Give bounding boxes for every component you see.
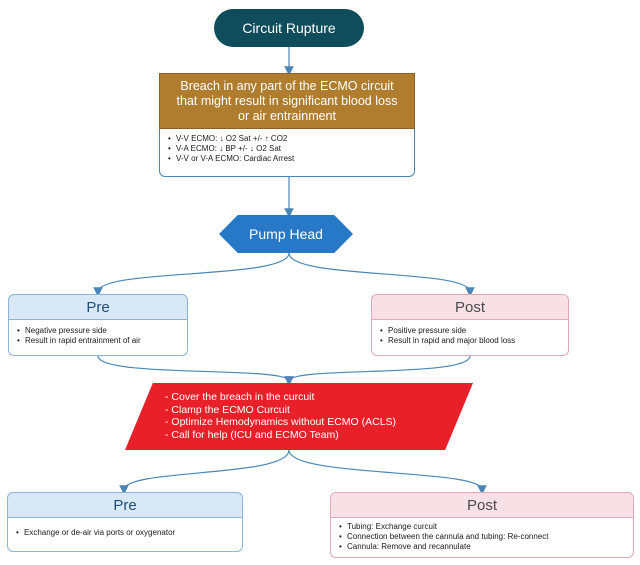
breach-sign-vv: V-V ECMO: ↓ O2 Sat +/- ↑ CO2	[168, 134, 406, 144]
start-label: Circuit Rupture	[242, 20, 336, 36]
connector-action-fixpost	[288, 449, 487, 495]
breach-signs: V-V ECMO: ↓ O2 Sat +/- ↑ CO2 V-A ECMO: ↓…	[159, 129, 415, 177]
pump-pre-item: Negative pressure side	[17, 326, 179, 336]
fix-post-title: Post	[466, 496, 497, 514]
action-item: - Cover the breach in the curcuit	[165, 391, 315, 403]
action-item: - Optimize Hemodynamics without ECMO (AC…	[165, 416, 397, 428]
pump-pre-item: Result in rapid entrainment of air	[17, 336, 179, 346]
action-node: - Cover the breach in the curcuit - Clam…	[125, 383, 473, 450]
connector-action-fixpre	[119, 449, 290, 495]
connector-pump-post	[288, 252, 475, 297]
connector-pre-action	[97, 355, 294, 386]
pump-post-item: Result in rapid and major blood loss	[380, 336, 560, 346]
pump-post-body: Positive pressure side Result in rapid a…	[371, 320, 569, 356]
connector-pump-pre	[93, 252, 290, 297]
fix-pre-header: Pre	[7, 492, 243, 518]
pump-post-title: Post	[454, 298, 485, 316]
fix-pre-body: Exchange or de-air via ports or oxygenat…	[7, 518, 243, 552]
breach-title: Breach in any part of the ECMO circuit t…	[176, 78, 398, 123]
fix-pre-title: Pre	[113, 496, 137, 514]
pump-pre-title: Pre	[86, 298, 110, 316]
fix-pre-item: Exchange or de-air via ports or oxygenat…	[16, 528, 234, 538]
pump-pre-body: Negative pressure side Result in rapid e…	[8, 320, 188, 356]
pump-label: Pump Head	[249, 226, 323, 242]
action-item: - Clamp the ECMO Curcuit	[165, 403, 290, 416]
breach-header: Breach in any part of the ECMO circuit t…	[159, 73, 415, 129]
fix-post-body: Tubing: Exchange curcuit Connection betw…	[330, 518, 634, 558]
fix-post-item: Connection between the cannula and tubin…	[339, 532, 625, 542]
action-item: - Call for help (ICU and ECMO Team)	[165, 428, 339, 441]
breach-sign-va: V-A ECMO: ↓ BP +/- ↓ O2 Sat	[168, 144, 406, 154]
pump-post-item: Positive pressure side	[380, 326, 560, 336]
breach-sign-arrest: V-V or V-A ECMO: Cardiac Arrest	[168, 154, 406, 164]
pump-pre-header: Pre	[8, 294, 188, 320]
fix-post-header: Post	[330, 492, 634, 518]
pump-post-header: Post	[371, 294, 569, 320]
start-node: Circuit Rupture	[214, 9, 364, 47]
fix-post-item: Cannula: Remove and recannulate	[339, 542, 625, 552]
connector-post-action	[284, 355, 471, 386]
fix-post-item: Tubing: Exchange curcuit	[339, 522, 625, 532]
pump-head-node: Pump Head	[219, 215, 353, 253]
